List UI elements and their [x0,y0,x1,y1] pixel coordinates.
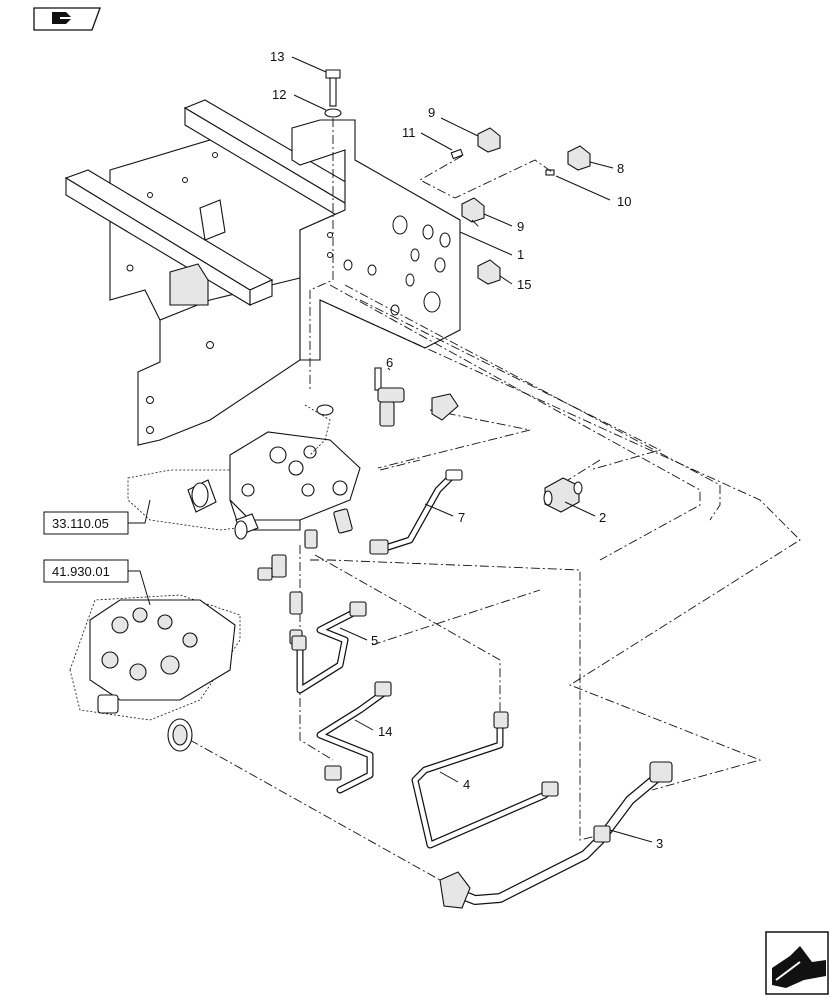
svg-text:1: 1 [517,247,524,262]
pin-10 [545,169,555,176]
nut-8 [567,145,591,171]
pipe-3 [439,761,673,909]
svg-text:15: 15 [517,277,531,292]
callout-7[interactable]: 7 [424,503,465,525]
pipe-14 [316,681,392,794]
svg-text:12: 12 [272,87,286,102]
next-page-arrow-icon[interactable] [765,931,829,995]
book-arrow-icon[interactable] [33,7,101,31]
callout-8[interactable]: 8 [589,161,624,176]
callout-4[interactable]: 4 [439,771,470,792]
svg-text:3: 3 [656,836,663,851]
washer-12 [324,108,342,118]
nut-9a [477,127,501,153]
callout-13[interactable]: 13 [270,49,327,73]
svg-text:33.110.05: 33.110.05 [52,516,109,531]
mounting-frame [64,99,461,446]
callout-2[interactable]: 2 [564,501,606,525]
callout-9-upper[interactable]: 9 [428,105,479,137]
svg-text:11: 11 [402,125,416,140]
pipe-4 [411,711,559,849]
svg-text:4: 4 [463,777,470,792]
pipe-7 [369,469,463,555]
callout-9-lower[interactable]: 9 [483,213,524,234]
assembly-lines [189,118,801,881]
callout-14[interactable]: 14 [354,719,392,739]
callout-5[interactable]: 5 [339,627,378,648]
svg-text:10: 10 [617,194,631,209]
callout-15[interactable]: 15 [499,275,531,292]
svg-text:13: 13 [270,49,284,64]
callout-3[interactable]: 3 [609,829,663,851]
callout-12[interactable]: 12 [272,87,327,111]
callout-6[interactable]: 6 [386,355,393,371]
svg-text:8: 8 [617,161,624,176]
callout-1[interactable]: 1 [459,231,524,262]
svg-text:7: 7 [458,510,465,525]
nut-9b [461,197,485,223]
reference-41-930-01[interactable]: 41.930.01 [43,559,151,606]
tee-fitting-6 [374,367,459,427]
elbow-fitting-2 [543,477,583,513]
nut-15 [477,259,501,285]
svg-text:9: 9 [428,105,435,120]
svg-text:5: 5 [371,633,378,648]
callout-11[interactable]: 11 [402,125,453,151]
svg-text:41.930.01: 41.930.01 [52,564,110,579]
valve-block-assembly [69,594,241,752]
callout-10[interactable]: 10 [555,175,631,209]
svg-text:9: 9 [517,219,524,234]
svg-text:2: 2 [599,510,606,525]
reference-33-110-05[interactable]: 33.110.05 [43,499,151,535]
pipe-5 [291,601,367,694]
svg-text:6: 6 [386,355,393,370]
pin-11 [450,148,464,160]
bolt-13 [325,69,341,107]
svg-text:14: 14 [378,724,392,739]
